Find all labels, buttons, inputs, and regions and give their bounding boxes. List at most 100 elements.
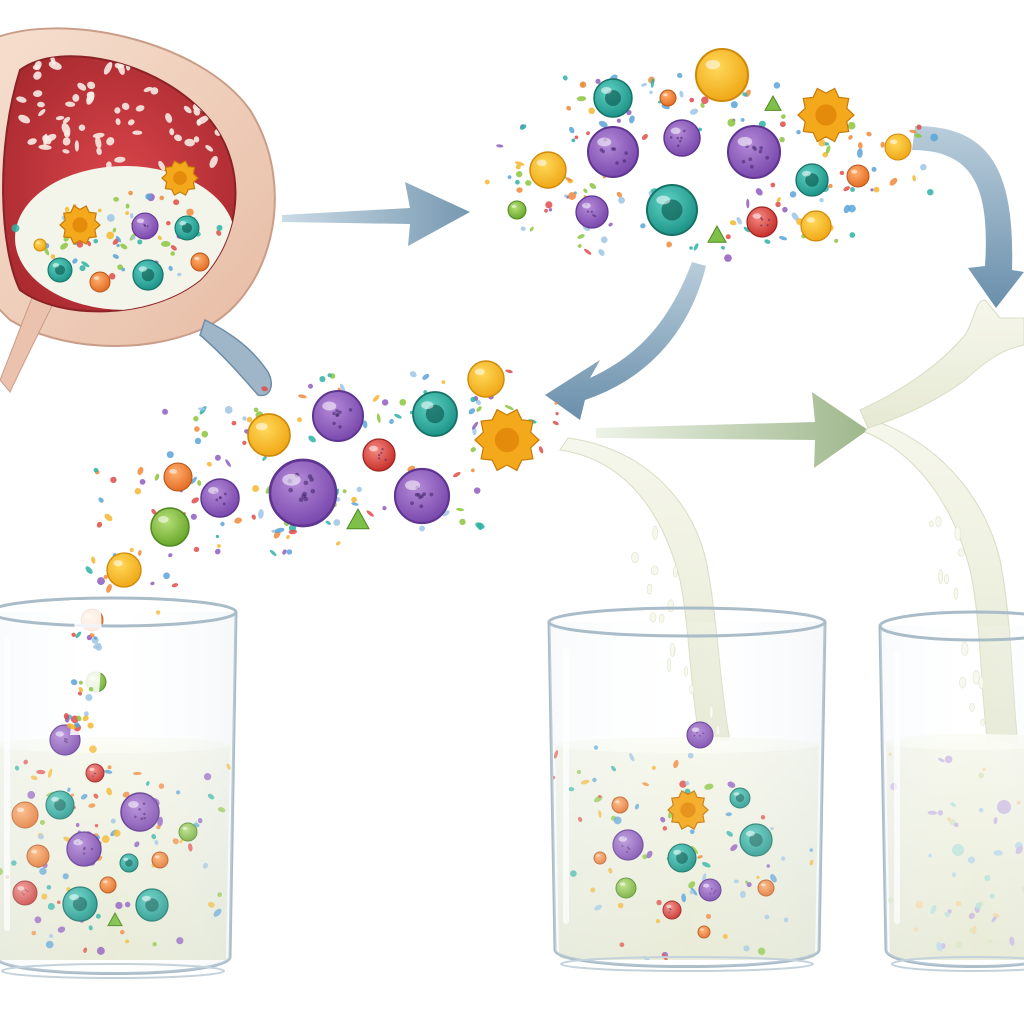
speck	[755, 188, 763, 196]
fat-globule	[114, 156, 126, 163]
speck	[470, 396, 476, 403]
speck	[116, 243, 120, 248]
speck	[484, 179, 490, 185]
cell-highlight	[208, 486, 219, 494]
teal-cell-icon	[412, 391, 458, 437]
speck	[471, 421, 479, 430]
teal-cell-icon	[593, 78, 633, 118]
speck	[173, 199, 180, 206]
speck	[288, 529, 298, 535]
speck	[676, 72, 683, 79]
cell-granule	[338, 425, 342, 429]
speck	[70, 679, 78, 686]
cell-nucleus	[805, 173, 819, 187]
speck	[66, 723, 76, 730]
cell-highlight	[158, 515, 169, 523]
speck	[85, 694, 93, 702]
cell-granule	[594, 215, 597, 218]
speck	[168, 265, 173, 271]
milk-droplet	[631, 551, 639, 564]
speck	[562, 75, 568, 81]
yellow-cell-icon	[33, 238, 47, 252]
cell-granule	[335, 413, 340, 417]
speck	[914, 133, 922, 138]
triangle-icon	[764, 94, 782, 111]
speck	[216, 224, 223, 231]
cell-granule	[309, 477, 315, 482]
speck	[96, 521, 103, 528]
yellow-cell-icon	[529, 151, 567, 189]
cell-granule	[418, 495, 422, 500]
speck	[382, 506, 387, 511]
arrow-right-icon	[596, 392, 868, 468]
pour-into-beaker-1	[63, 600, 102, 735]
cell-granule	[676, 136, 679, 140]
fat-globule	[32, 64, 41, 71]
fat-globule	[132, 130, 143, 135]
cell-highlight	[194, 256, 200, 261]
gear-cell-icon	[797, 87, 855, 143]
cell-body	[746, 206, 778, 238]
speck	[698, 127, 703, 132]
speck	[839, 170, 845, 176]
speck	[544, 208, 548, 213]
cell-body	[726, 124, 782, 180]
speck	[150, 581, 155, 586]
cell-granule	[679, 139, 682, 143]
speck	[95, 644, 102, 651]
fat-globule	[87, 81, 96, 90]
speck	[779, 121, 786, 128]
speck	[194, 426, 200, 432]
cell-highlight	[138, 266, 147, 272]
speck	[63, 713, 69, 720]
speck	[206, 461, 212, 467]
speck	[70, 715, 79, 724]
speck	[246, 416, 253, 423]
cell-granule	[332, 421, 336, 426]
speck	[88, 686, 94, 692]
speck	[366, 510, 374, 517]
cell-body	[467, 360, 505, 398]
speck	[773, 82, 781, 89]
cell-granule	[146, 225, 149, 228]
speck	[253, 407, 259, 413]
cell-granule	[586, 210, 590, 213]
speck	[856, 148, 863, 158]
cell-body	[507, 200, 527, 220]
speck	[565, 177, 572, 182]
speck	[666, 241, 672, 248]
beaker-rim	[0, 596, 238, 628]
fat-globule	[78, 124, 86, 131]
cell-highlight	[581, 202, 591, 209]
cell-granule	[144, 224, 147, 227]
speck	[327, 373, 332, 378]
fat-globule	[183, 105, 192, 114]
speck	[496, 144, 504, 148]
speck	[529, 226, 534, 232]
speck	[538, 446, 544, 454]
cell-granule	[215, 498, 219, 502]
speck	[269, 549, 277, 557]
yellow-cell-icon	[800, 210, 832, 242]
cell-granule	[624, 151, 628, 155]
speck	[825, 145, 831, 154]
speck	[282, 549, 287, 555]
speck	[11, 224, 20, 233]
speck	[889, 177, 898, 186]
teal-cell-icon	[132, 259, 164, 291]
fat-globule	[61, 122, 71, 136]
cell-granule	[615, 161, 619, 165]
speck	[740, 118, 745, 122]
speck	[170, 251, 175, 256]
source-tissue	[0, 27, 276, 397]
speck	[106, 231, 114, 240]
cell-highlight	[404, 480, 421, 491]
yellow-cell-icon	[106, 552, 142, 588]
purple-cell-icon	[200, 478, 240, 518]
fat-globule	[169, 128, 175, 136]
speck	[724, 254, 732, 262]
triangle-icon	[346, 507, 370, 530]
speck	[475, 399, 481, 406]
speck	[166, 220, 171, 226]
speck	[574, 135, 579, 140]
